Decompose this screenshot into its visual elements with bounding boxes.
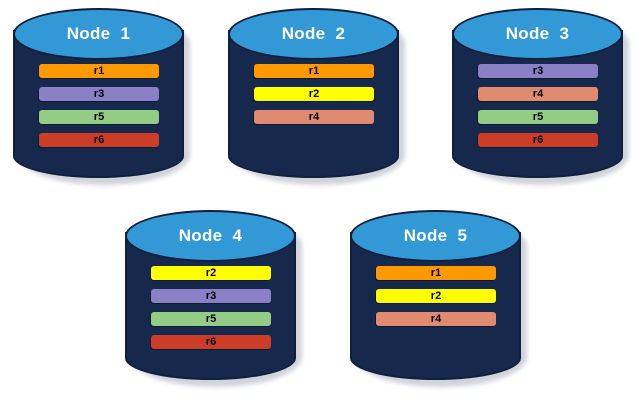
replica-bar-r5[interactable]: r5 <box>478 110 598 124</box>
replica-bar-r1[interactable]: r1 <box>376 266 496 280</box>
cylinder-top-ellipse <box>228 8 399 60</box>
replica-bar-r1[interactable]: r1 <box>254 64 374 78</box>
replica-label: r3 <box>205 289 217 302</box>
replica-bar-r6[interactable]: r6 <box>151 335 271 349</box>
replica-label: r1 <box>430 266 442 279</box>
replica-bar-r5[interactable]: r5 <box>39 110 159 124</box>
cylinder-top-ellipse <box>13 8 184 60</box>
replica-label: r5 <box>532 110 544 123</box>
cylinder-top-ellipse <box>452 8 623 60</box>
replica-label: r4 <box>430 312 442 325</box>
replica-label: r4 <box>308 110 320 123</box>
replica-bar-r5[interactable]: r5 <box>151 312 271 326</box>
replica-label: r2 <box>430 289 442 302</box>
replica-label: r1 <box>308 64 320 77</box>
replica-list: r3 r4 r5 r6 <box>478 64 598 147</box>
replica-bar-r3[interactable]: r3 <box>151 289 271 303</box>
replica-bar-r3[interactable]: r3 <box>478 64 598 78</box>
replica-label: r5 <box>205 312 217 325</box>
replica-label: r6 <box>205 335 217 348</box>
replica-label: r2 <box>308 87 320 100</box>
replica-bar-r2[interactable]: r2 <box>254 87 374 101</box>
cylinder-top-ellipse <box>125 210 296 262</box>
replica-label: r5 <box>93 110 105 123</box>
replica-bar-r2[interactable]: r2 <box>376 289 496 303</box>
replica-label: r2 <box>205 266 217 279</box>
replica-bar-r4[interactable]: r4 <box>254 110 374 124</box>
cylinder-top-ellipse <box>350 210 521 262</box>
replica-label: r3 <box>532 64 544 77</box>
replica-list: r1 r2 r4 <box>254 64 374 124</box>
replica-bar-r3[interactable]: r3 <box>39 87 159 101</box>
replica-bar-r4[interactable]: r4 <box>376 312 496 326</box>
replica-label: r6 <box>93 133 105 146</box>
replica-bar-r2[interactable]: r2 <box>151 266 271 280</box>
replica-label: r6 <box>532 133 544 146</box>
replica-bar-r1[interactable]: r1 <box>39 64 159 78</box>
replica-bar-r6[interactable]: r6 <box>478 133 598 147</box>
replica-label: r3 <box>93 87 105 100</box>
replica-list: r1 r2 r4 <box>376 266 496 326</box>
replica-label: r4 <box>532 87 544 100</box>
replica-label: r1 <box>93 64 105 77</box>
replica-bar-r6[interactable]: r6 <box>39 133 159 147</box>
replica-list: r1 r3 r5 r6 <box>39 64 159 147</box>
replica-bar-r4[interactable]: r4 <box>478 87 598 101</box>
replica-list: r2 r3 r5 r6 <box>151 266 271 349</box>
